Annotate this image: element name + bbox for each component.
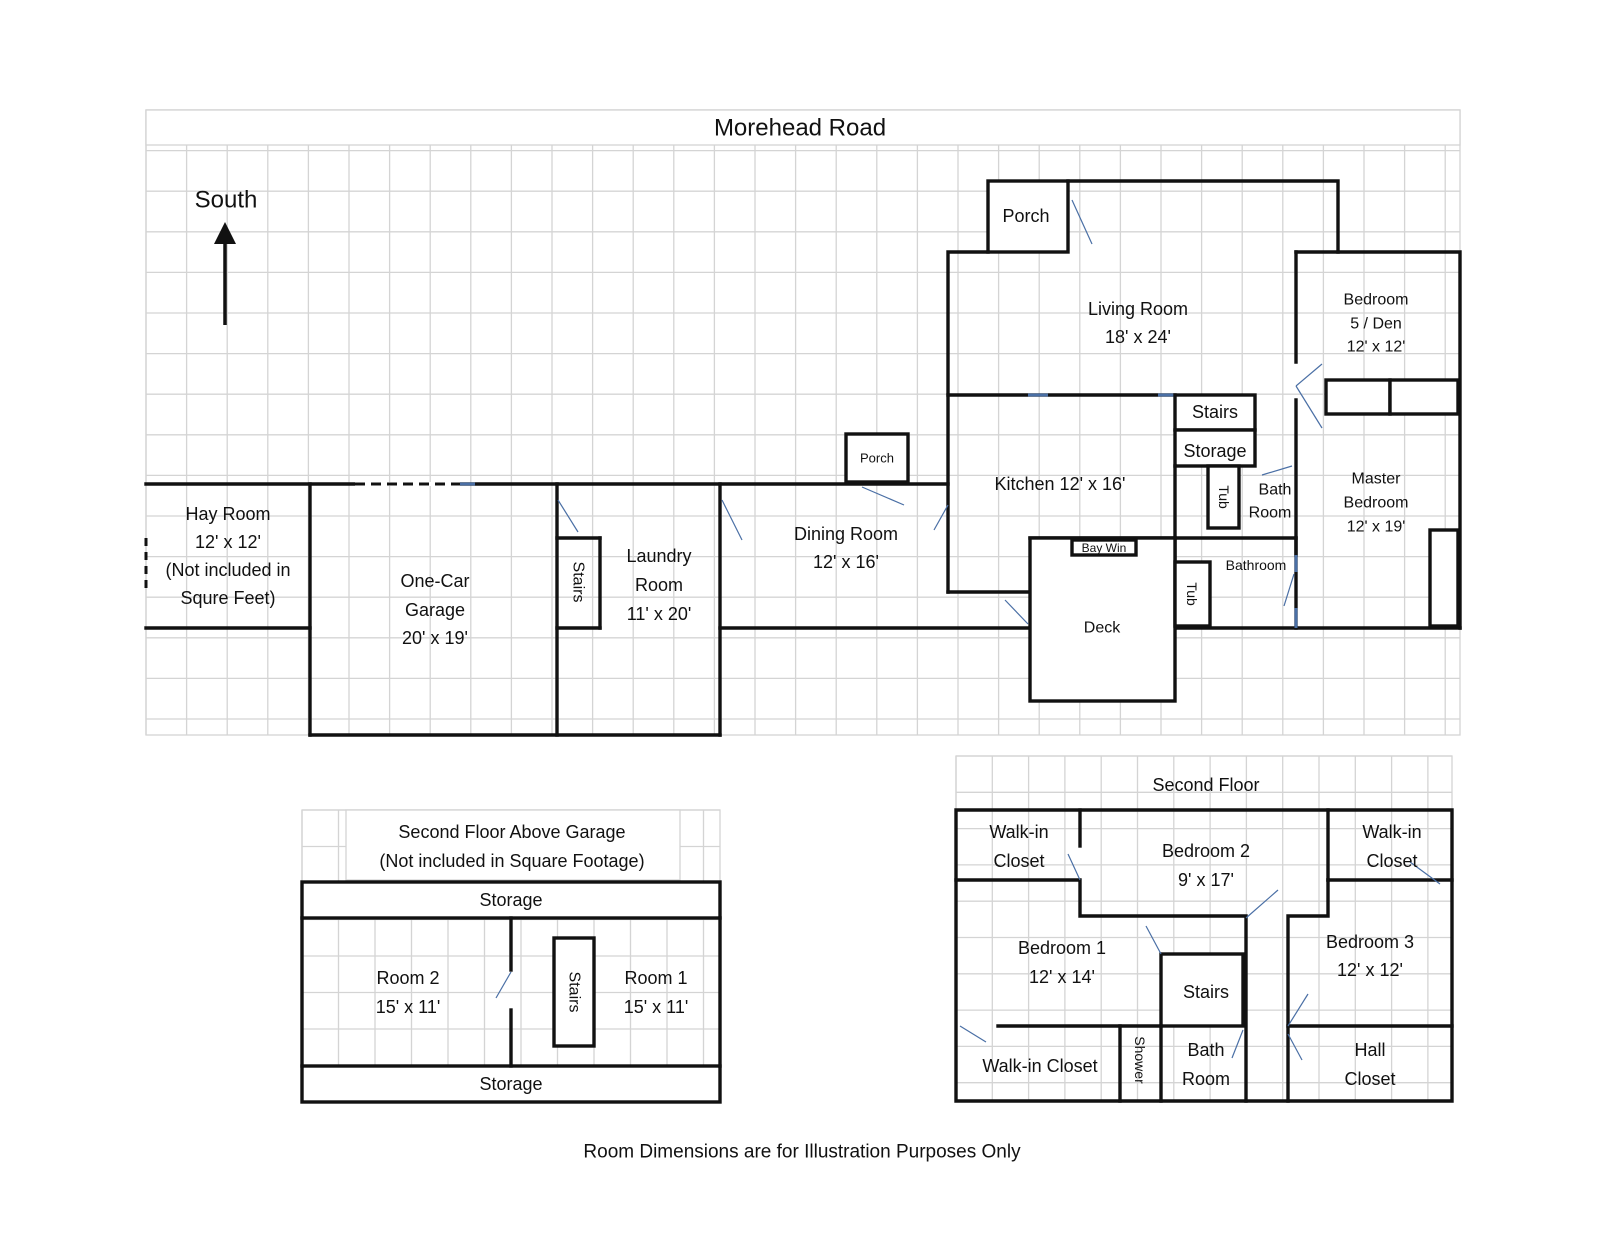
garage-storage-top: Storage: [479, 890, 542, 910]
road-band: [145, 109, 1461, 146]
bedroom5-size: 12' x 12': [1347, 339, 1406, 356]
dining-room-label: Dining Room: [794, 524, 898, 544]
second-bath-label2: Room: [1182, 1069, 1230, 1089]
master-bedroom-label2: Bedroom: [1344, 495, 1409, 512]
garage-label1: One-Car: [400, 571, 469, 591]
walkin-left-1: Walk-in: [989, 822, 1048, 842]
second-bath-label1: Bath: [1187, 1040, 1224, 1060]
walkin-left-2: Closet: [993, 851, 1044, 871]
main-frame: [145, 109, 1461, 736]
room2-label: Room 2: [376, 968, 439, 988]
bath-room-label1: Bath: [1259, 482, 1292, 499]
bedroom1-label: Bedroom 1: [1018, 938, 1106, 958]
bedroom3-size: 12' x 12': [1337, 960, 1403, 980]
storage-label: Storage: [1183, 441, 1246, 461]
laundry-size: 11' x 20': [627, 604, 692, 624]
laundry-label2: Room: [635, 575, 683, 595]
tub1-label: Tub: [1216, 485, 1232, 509]
stairs-label: Stairs: [1192, 402, 1238, 422]
bedroom2-label: Bedroom 2: [1162, 841, 1250, 861]
garage-walls: [300, 880, 722, 1104]
bedroom2-size: 9' x 17': [1178, 870, 1234, 890]
laundry-stairs-label: Stairs: [570, 562, 587, 603]
compass-arrowhead: [214, 222, 236, 244]
second-floor-title: Second Floor: [1152, 775, 1259, 795]
room1-size: 15' x 11': [624, 997, 689, 1017]
bedroom5-label: Bedroom: [1344, 292, 1409, 309]
garage-floor-title1: Second Floor Above Garage: [398, 822, 625, 842]
garage-label2: Garage: [405, 600, 465, 620]
footer-note: Room Dimensions are for Illustration Pur…: [583, 1142, 1021, 1163]
bathroom-label: Bathroom: [1226, 557, 1287, 573]
shower-label: Shower: [1132, 1036, 1148, 1084]
hay-room-note2: Squre Feet): [180, 588, 275, 608]
bay-win-label: Bay Win: [1082, 541, 1127, 555]
room1-label: Room 1: [624, 968, 687, 988]
tub2-label: Tub: [1184, 582, 1200, 606]
porch-small-label: Porch: [860, 451, 894, 466]
master-bedroom-label1: Master: [1352, 471, 1402, 488]
bath-room-label2: Room: [1249, 505, 1292, 522]
second-stairs-label: Stairs: [1183, 982, 1229, 1002]
hay-room-label: Hay Room: [185, 504, 270, 524]
walkin-bottom-label: Walk-in Closet: [982, 1056, 1097, 1076]
second-walls: [954, 808, 1454, 1103]
laundry-label1: Laundry: [626, 546, 691, 566]
garage-floor-title2: (Not included in Square Footage): [379, 851, 644, 871]
bedroom3-label: Bedroom 3: [1326, 932, 1414, 952]
bedroom5-den: 5 / Den: [1350, 316, 1402, 333]
deck-label: Deck: [1084, 620, 1121, 637]
road-label: Morehead Road: [714, 115, 886, 142]
garage-stairs-label: Stairs: [566, 972, 583, 1013]
porch-front-label: Porch: [1002, 206, 1049, 226]
hall-closet-label2: Closet: [1344, 1069, 1395, 1089]
garage-size: 20' x 19': [402, 628, 468, 648]
living-room-label: Living Room: [1088, 299, 1188, 319]
walkin-right-2: Closet: [1366, 851, 1417, 871]
compass-label: South: [195, 187, 258, 214]
walkin-right-1: Walk-in: [1362, 822, 1421, 842]
garage-storage-bottom: Storage: [479, 1074, 542, 1094]
door-swings: [557, 199, 1323, 625]
main-grid: [145, 109, 1460, 735]
main-walls: [144, 179, 1462, 737]
room2-size: 15' x 11': [376, 997, 441, 1017]
master-bedroom-size: 12' x 19': [1347, 519, 1406, 536]
dining-room-size: 12' x 16': [813, 552, 879, 572]
hay-room-size: 12' x 12': [195, 532, 261, 552]
hall-closet-label1: Hall: [1354, 1040, 1385, 1060]
bedroom1-size: 12' x 14': [1029, 967, 1095, 987]
living-room-size: 18' x 24': [1105, 327, 1171, 347]
kitchen-label: Kitchen 12' x 16': [995, 474, 1126, 494]
hay-room-note1: (Not included in: [165, 560, 290, 580]
